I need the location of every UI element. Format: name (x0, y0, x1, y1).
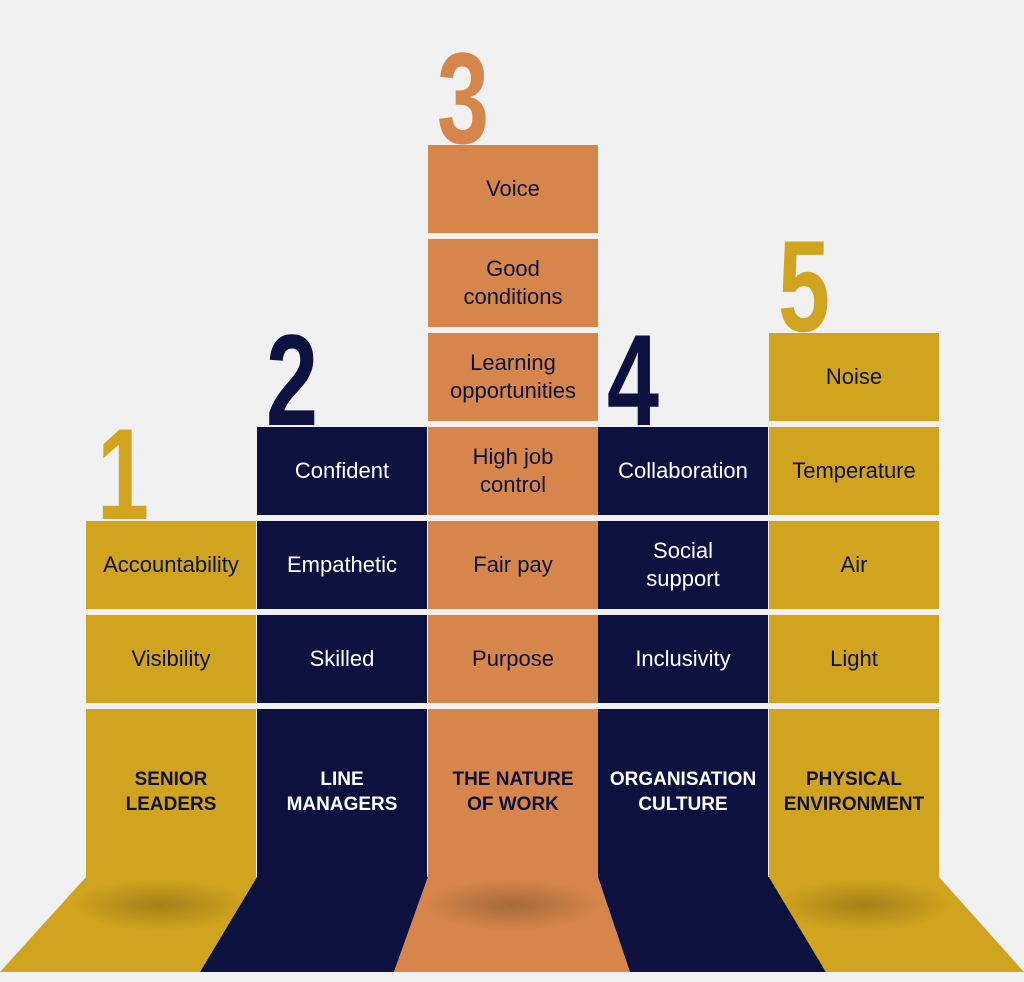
pillar-item: Fair pay (428, 521, 598, 609)
pillar-item: Air (769, 521, 939, 609)
pillar-title: LINE MANAGERS (257, 709, 427, 877)
pillar-item: High job control (428, 427, 598, 515)
pillar-title: ORGANISATION CULTURE (598, 709, 768, 877)
pillar-number: 2 (265, 307, 319, 453)
pillar-item: Good conditions (428, 239, 598, 327)
pillar-item: Purpose (428, 615, 598, 703)
pillar-item: Confident (257, 427, 427, 515)
floor-shadow (774, 879, 954, 931)
pillar-item: Social support (598, 521, 768, 609)
pillar-number: 5 (777, 213, 831, 359)
pillar-number: 4 (606, 307, 660, 453)
pillar-item: Visibility (86, 615, 256, 703)
floor-shadow (422, 879, 602, 931)
pillar-title: THE NATURE OF WORK (428, 709, 598, 877)
pillar-item: Skilled (257, 615, 427, 703)
pillar-item: Accountability (86, 521, 256, 609)
pillar-number: 1 (96, 401, 150, 547)
pillar-item: Inclusivity (598, 615, 768, 703)
floor-segment-2 (200, 877, 428, 972)
pillar-item: Learning opportunities (428, 333, 598, 421)
pillar-title: SENIOR LEADERS (86, 709, 256, 877)
pillar-item: Light (769, 615, 939, 703)
floor-segment-4 (598, 877, 826, 972)
floor-shadow (70, 879, 250, 931)
pillar-item: Collaboration (598, 427, 768, 515)
pillar-item: Empathetic (257, 521, 427, 609)
pillar-title: PHYSICAL ENVIRONMENT (769, 709, 939, 877)
pillar-number: 3 (436, 25, 490, 171)
pillar-item: Noise (769, 333, 939, 421)
pillar-item: Temperature (769, 427, 939, 515)
pillar-item: Voice (428, 145, 598, 233)
